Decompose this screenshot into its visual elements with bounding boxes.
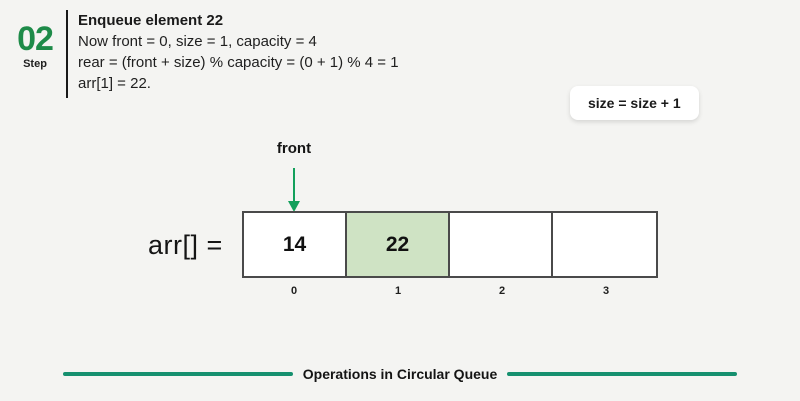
array-index-2: 2 (498, 285, 506, 297)
array-index-3: 3 (602, 285, 610, 297)
step-text-block: Enqueue element 22 Now front = 0, size =… (78, 10, 578, 94)
array-index-1: 1 (394, 285, 402, 297)
step-detail-line-2: rear = (front + size) % capacity = (0 + … (78, 54, 399, 71)
size-increment-callout: size = size + 1 (570, 86, 699, 120)
array-cell-0: 14 (244, 213, 347, 276)
footer-rule-right (507, 372, 738, 376)
step-title: Enqueue element 22 (78, 12, 224, 29)
front-pointer: front (245, 140, 343, 214)
step-number: 02 (17, 20, 54, 58)
step-detail-line-3: arr[1] = 22. (78, 75, 151, 92)
footer-caption: Operations in Circular Queue (0, 366, 800, 382)
step-word-label: Step (23, 58, 47, 70)
array-visualization: 14 22 0 1 2 3 (242, 211, 658, 297)
step-badge: 02 Step (8, 22, 62, 71)
arrow-shaft (293, 168, 295, 204)
array-cells-row: 14 22 (242, 211, 658, 278)
arrow-head (288, 201, 300, 212)
array-index-row: 0 1 2 3 (242, 285, 658, 297)
step-divider (66, 10, 68, 98)
front-pointer-label: front (276, 140, 312, 157)
array-index-0: 0 (290, 285, 298, 297)
footer-title: Operations in Circular Queue (302, 366, 498, 382)
array-cell-1: 22 (347, 213, 450, 276)
step-detail-line-1: Now front = 0, size = 1, capacity = 4 (78, 33, 317, 50)
array-cell-2 (450, 213, 553, 276)
footer-rule-left (62, 372, 293, 376)
array-label: arr[] = (148, 230, 223, 260)
array-cell-3 (553, 213, 656, 276)
down-arrow-icon (287, 168, 301, 214)
